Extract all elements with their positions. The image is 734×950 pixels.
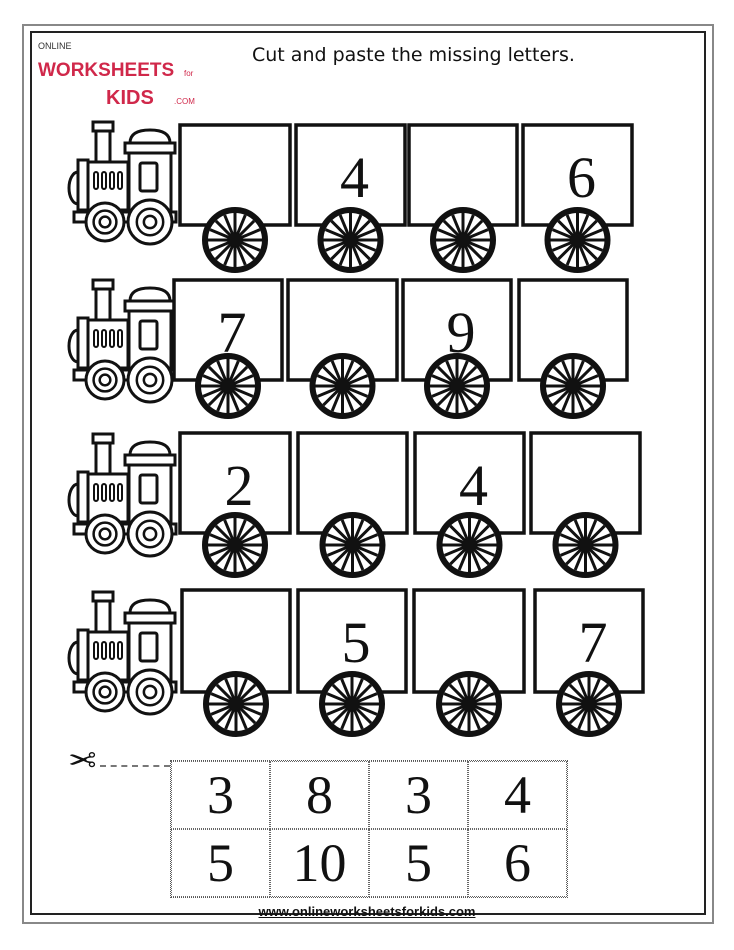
logo-for: for xyxy=(184,69,194,78)
page-border-outer xyxy=(22,24,714,924)
wheel-icon xyxy=(195,353,261,419)
logo-worksheets: WORKSHEETS xyxy=(38,60,174,81)
cutout-card[interactable]: 3 xyxy=(171,761,270,829)
train-car: 9 xyxy=(401,278,513,419)
cutout-card[interactable]: 8 xyxy=(270,761,369,829)
train-car xyxy=(529,431,642,578)
cutout-card[interactable]: 5 xyxy=(369,829,468,897)
page-title: Cut and paste the missing letters. xyxy=(252,44,575,66)
cutout-card[interactable]: 3 xyxy=(369,761,468,829)
train-car: 6 xyxy=(521,123,634,273)
site-logo: ONLINE WORKSHEETS for KIDS .COM xyxy=(38,41,195,109)
train-car: 7 xyxy=(172,278,284,419)
locomotive-icon xyxy=(67,590,178,716)
cutout-card[interactable]: 4 xyxy=(468,761,567,829)
car-number: 2 xyxy=(225,453,254,518)
train-car: 2 xyxy=(178,431,292,578)
cutout-card[interactable]: 10 xyxy=(270,829,369,897)
wheel-icon xyxy=(319,671,385,737)
train-car xyxy=(296,431,409,578)
car-number: 4 xyxy=(340,145,369,210)
train-car: 5 xyxy=(296,588,408,737)
wheel-icon xyxy=(544,207,611,273)
wheel-icon xyxy=(202,512,268,578)
car-number: 4 xyxy=(459,453,488,518)
wheel-icon xyxy=(203,671,269,737)
locomotive-icon xyxy=(67,120,178,246)
wheel-icon xyxy=(424,353,490,419)
cutout-grid: 3 8 3 4 5 10 5 6 xyxy=(170,760,568,898)
wheel-icon xyxy=(317,207,384,273)
cut-line xyxy=(100,765,170,767)
wheel-icon xyxy=(556,671,622,737)
cutout-card[interactable]: 5 xyxy=(171,829,270,897)
logo-online: ONLINE xyxy=(38,41,72,51)
wheel-icon xyxy=(540,353,606,419)
wheel-icon xyxy=(319,512,386,578)
scissors-icon: ✂ xyxy=(68,742,97,780)
train-car xyxy=(178,123,292,273)
wheel-icon xyxy=(436,671,502,737)
train-car: 4 xyxy=(413,431,526,578)
train-car: 4 xyxy=(294,123,407,273)
train-car xyxy=(412,588,526,737)
wheel-icon xyxy=(309,353,376,419)
wheel-icon xyxy=(436,512,503,578)
wheel-icon xyxy=(202,207,268,273)
train-car: 7 xyxy=(533,588,645,737)
logo-kids: KIDS xyxy=(106,87,154,109)
locomotive-icon xyxy=(67,278,178,404)
train-car xyxy=(407,123,519,273)
train-car xyxy=(180,588,292,737)
page-border-inner xyxy=(30,31,706,915)
car-number: 5 xyxy=(342,610,371,675)
car-number: 6 xyxy=(567,145,596,210)
wheel-icon xyxy=(430,207,496,273)
wheel-icon xyxy=(552,512,619,578)
cutout-card[interactable]: 6 xyxy=(468,829,567,897)
locomotive-icon xyxy=(67,432,178,558)
train-car xyxy=(286,278,399,419)
train-car xyxy=(517,278,629,419)
car-number: 7 xyxy=(579,610,608,675)
footer-url: www.onlineworksheetsforkids.com xyxy=(258,904,476,919)
logo-com: .COM xyxy=(174,97,195,106)
